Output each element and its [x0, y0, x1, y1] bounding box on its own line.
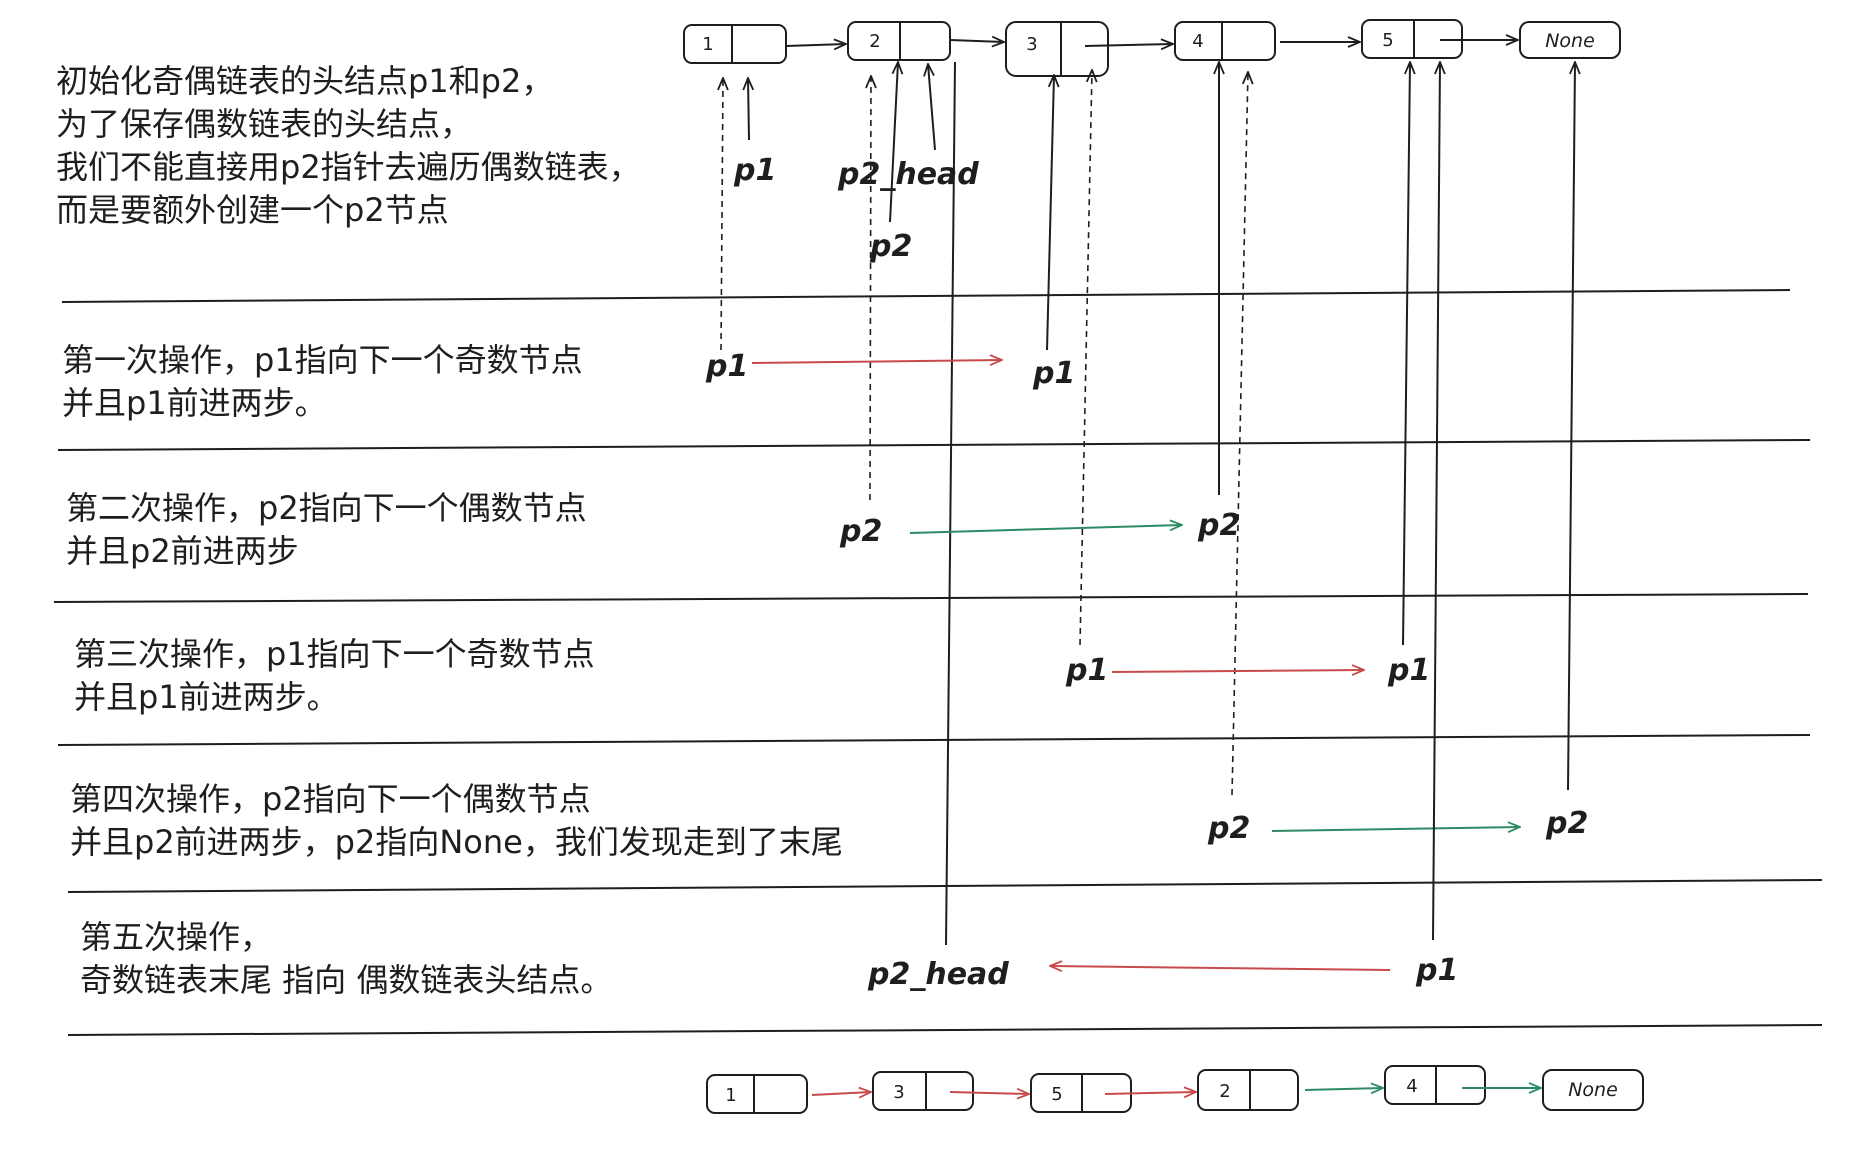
result-linked-list: 1 3 5 2 4 None: [706, 1065, 1644, 1114]
result-next-arrow-1: [811, 1092, 871, 1095]
separator-6: [67, 1024, 1823, 1036]
step-5-text: 第五次操作， 奇数链表末尾 指向 偶数链表头结点。: [80, 918, 612, 999]
result-node-5-value: 5: [1051, 1084, 1062, 1105]
result-node-2-value: 2: [1219, 1081, 1230, 1102]
top-node-none: None: [1519, 21, 1621, 59]
step-4-p2-up-arrow: [1567, 62, 1575, 791]
step-3-line-1: 第三次操作，p1指向下一个奇数节点: [74, 635, 595, 673]
step-0-line-2: 为了保存偶数链表的头结点，: [56, 105, 472, 143]
top-node-none-value: None: [1545, 30, 1595, 52]
init-pointers: p1 p2 p2_head: [721, 61, 1248, 946]
p2-head-long-line: [945, 61, 956, 946]
result-node-4-value: 4: [1406, 1076, 1417, 1097]
node4-dashed-arrow: [1231, 72, 1248, 796]
step-1-red-arrow: [751, 360, 1002, 363]
step-0-line-3: 我们不能直接用p2指针去遍历偶数链表，: [56, 148, 641, 186]
step-5-pointers: p2_head p1: [867, 62, 1458, 992]
step-4-text: 第四次操作，p2指向下一个偶数节点 并且p2前进两步，p2指向None，我们发现…: [70, 780, 843, 861]
result-node-2: 2: [1197, 1069, 1299, 1111]
step-2-to-label: p2: [1197, 508, 1240, 543]
step-5-line-1: 第五次操作，: [80, 918, 272, 956]
step-0-line-4: 而是要额外创建一个p2节点: [56, 191, 449, 229]
step-0-line-1: 初始化奇偶链表的头结点p1和p2，: [56, 62, 553, 100]
top-node-2-value: 2: [869, 31, 880, 52]
step-3-to-label: p1: [1387, 653, 1430, 688]
top-node-5-value: 5: [1382, 30, 1393, 51]
step-5-p1-up-arrow: [1432, 62, 1440, 941]
step-3-line-2: 并且p1前进两步。: [74, 678, 339, 716]
top-node-1-value: 1: [702, 34, 713, 55]
result-node-none: None: [1542, 1069, 1644, 1111]
top-next-arrow-3: [1084, 44, 1173, 46]
result-node-5: 5: [1030, 1073, 1132, 1113]
step-4-pointers: p2 p2: [1207, 62, 1588, 846]
step-5-p1-label: p1: [1415, 953, 1458, 988]
step-4-line-1: 第四次操作，p2指向下一个偶数节点: [70, 780, 591, 818]
result-node-1-value: 1: [725, 1085, 736, 1106]
result-node-3-value: 3: [893, 1082, 904, 1103]
result-next-arrow-3: [1104, 1092, 1196, 1094]
result-next-arrow-2: [949, 1092, 1029, 1094]
step-2-from-label: p2: [839, 514, 882, 549]
top-node-5: 5: [1361, 19, 1463, 59]
step-0-text: 初始化奇偶链表的头结点p1和p2， 为了保存偶数链表的头结点， 我们不能直接用p…: [56, 62, 641, 229]
result-node-3: 3: [872, 1071, 974, 1111]
separator-4: [57, 734, 1811, 746]
separator-3: [53, 593, 1809, 603]
p2-dashed-arrow: [870, 76, 871, 501]
p2-arrow: [889, 62, 898, 223]
step-2-text: 第二次操作，p2指向下一个偶数节点 并且p2前进两步: [66, 489, 587, 570]
step-4-line-2: 并且p2前进两步，p2指向None，我们发现走到了末尾: [70, 823, 843, 861]
step-1-line-2: 并且p1前进两步。: [62, 384, 327, 422]
top-next-arrow-2: [949, 40, 1004, 42]
step-2-pointers: p2 p2: [839, 62, 1240, 549]
step-1-text: 第一次操作，p1指向下一个奇数节点 并且p1前进两步。: [62, 341, 583, 422]
step-1-line-1: 第一次操作，p1指向下一个奇数节点: [62, 341, 583, 379]
result-next-arrow-4: [1304, 1088, 1383, 1090]
step-5-line-2: 奇数链表末尾 指向 偶数链表头结点。: [80, 961, 612, 999]
step-3-text: 第三次操作，p1指向下一个奇数节点 并且p1前进两步。: [74, 635, 595, 716]
step-2-green-arrow: [909, 525, 1182, 534]
init-p1-label: p1: [733, 153, 776, 188]
step-2-line-2: 并且p2前进两步: [66, 532, 299, 570]
separator-2: [57, 439, 1811, 451]
step-1-to-label: p1: [1032, 356, 1075, 391]
result-node-4: 4: [1384, 1065, 1486, 1105]
top-node-2: 2: [847, 21, 951, 61]
result-node-1: 1: [706, 1074, 808, 1114]
top-next-arrow-1: [785, 44, 846, 46]
step-5-red-arrow: [1050, 966, 1391, 970]
init-p2-label: p2: [869, 229, 912, 264]
top-node-3-value: 3: [1026, 34, 1037, 55]
result-node-none-value: None: [1568, 1079, 1618, 1101]
step-1-p1-up-arrow: [1046, 75, 1054, 351]
top-node-4: 4: [1174, 21, 1276, 61]
step-3-pointers: p1 p1: [1065, 62, 1430, 688]
p1-dashed-arrow: [721, 78, 723, 351]
step-3-red-arrow: [1111, 670, 1364, 672]
step-1-pointers: p1 p1: [705, 75, 1075, 391]
step-4-to-label: p2: [1545, 806, 1588, 841]
step-4-green-arrow: [1271, 827, 1520, 831]
top-node-4-value: 4: [1192, 31, 1203, 52]
init-p2-head-label: p2_head: [837, 157, 979, 192]
top-node-1: 1: [683, 24, 787, 64]
p1-arrow: [748, 78, 749, 141]
node3-dashed-arrow: [1079, 70, 1092, 646]
p2-head-arrow: [928, 64, 936, 151]
step-1-from-label: p1: [705, 349, 748, 384]
separator-1: [61, 289, 1791, 303]
step-3-p1-up-arrow: [1402, 62, 1410, 646]
step-5-p2-head-label: p2_head: [867, 957, 1009, 992]
separator-5: [67, 879, 1823, 893]
top-linked-list: 1 2 3 4 5 None: [683, 19, 1621, 77]
step-2-line-1: 第二次操作，p2指向下一个偶数节点: [66, 489, 587, 527]
step-4-from-label: p2: [1207, 811, 1250, 846]
step-3-from-label: p1: [1065, 653, 1108, 688]
top-node-3: 3: [1005, 21, 1109, 77]
